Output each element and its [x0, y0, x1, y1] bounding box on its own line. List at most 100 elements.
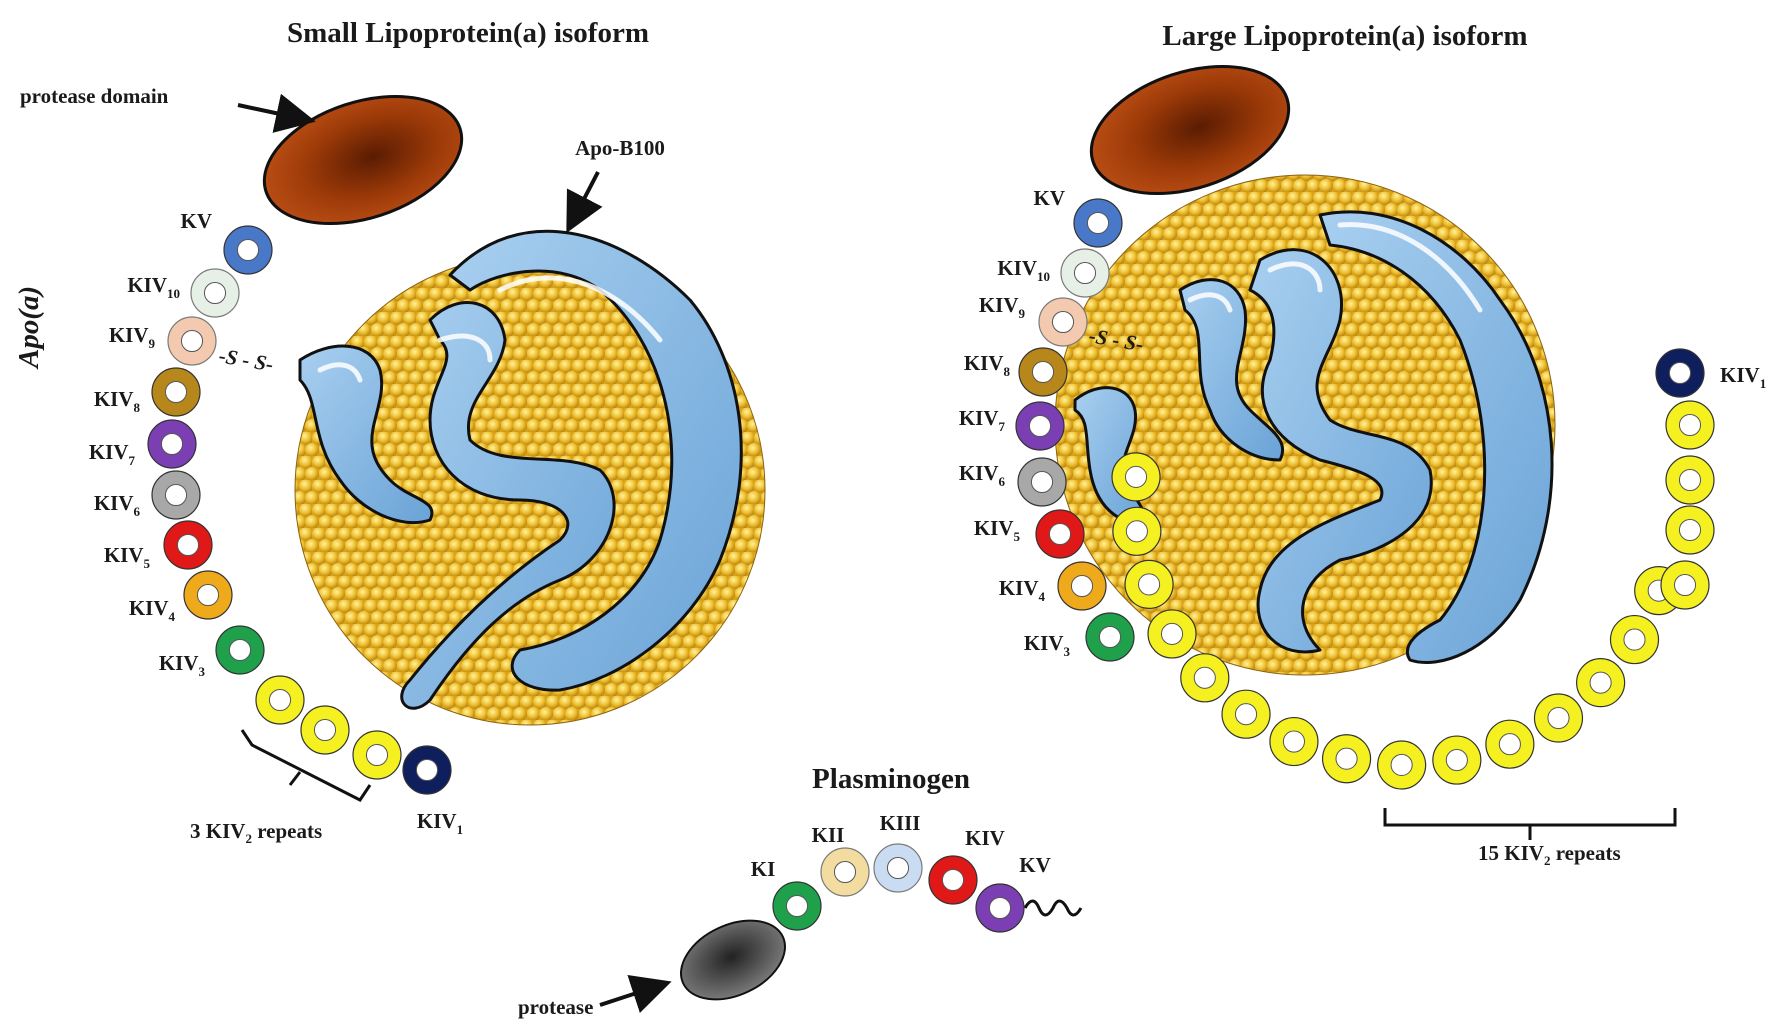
- large-kiv2-repeat-9: [1269, 717, 1318, 766]
- large-kiv2-repeat-8: [1322, 734, 1371, 783]
- large-kiv2-column-2-inner-outline: [1678, 468, 1702, 492]
- large-kringle-kiv6: [1017, 458, 1066, 507]
- large-kiv2-repeat-6-inner-outline: [1445, 749, 1468, 772]
- small-kringle-label-kiv7: KIV7: [89, 440, 136, 468]
- plasminogen-kringle-kiv-outline: [928, 855, 978, 905]
- small-kringle-label-kiv5: KIV5: [104, 543, 151, 571]
- small-kringle-kiv10-inner-outline: [203, 281, 227, 305]
- large-kringle-kiv4: [1057, 561, 1106, 610]
- large-kringle-label-kiv1: KIV1: [1720, 363, 1766, 391]
- large-kiv2-column-2: [1665, 456, 1714, 505]
- large-kringle-kiv7: [1015, 402, 1064, 451]
- large-kringle-kiv4-inner-outline: [1070, 574, 1094, 598]
- plasminogen-title: Plasminogen: [812, 763, 970, 795]
- large-protease-domain: [1089, 64, 1291, 196]
- plasminogen-kringle-kiv-inner-outline: [941, 868, 965, 892]
- large-kringle-kiv5-inner-outline: [1048, 522, 1072, 546]
- large-kringle-label-kiv4: KIV4: [999, 576, 1046, 604]
- large-kiv2-repeat-13: [1125, 560, 1174, 609]
- large-kiv2-repeat-13-inner-outline: [1137, 573, 1161, 596]
- plasminogen-kringle-ki-outline: [772, 881, 822, 931]
- small-kringle-kiv10: [191, 269, 240, 318]
- large-kiv2-repeat-10-outline: [1221, 689, 1271, 739]
- small-repeats-bracket: [240, 729, 372, 802]
- protease-arrow: [599, 974, 672, 1013]
- small-kringle-kiv1-outline: [402, 745, 452, 795]
- small-kringle-kiv9-outline: [167, 316, 217, 366]
- small-kringle-kiv5-inner-outline: [176, 533, 200, 557]
- large-kringle-label-kiv8: KIV8: [964, 351, 1011, 379]
- large-kringle-label-kiv6: KIV6: [959, 461, 1006, 489]
- large-kringle-kv-outline: [1073, 198, 1123, 248]
- plasminogen-kringle-label-kiv: KIV: [965, 826, 1005, 850]
- small-kiv2-repeat-2: [301, 705, 350, 754]
- kringle-chains: KVKIV10KIV9KIV8KIV7KIV6KIV5KIV4KIV3KIV1K…: [89, 186, 1766, 933]
- large-kiv2-repeat-15-inner-outline: [1124, 465, 1148, 488]
- small-kiv2-repeat-3-outline: [352, 730, 402, 780]
- large-isoform-title: Large Lipoprotein(a) isoform: [1162, 20, 1527, 52]
- large-kiv2-repeat-8-outline: [1321, 734, 1372, 784]
- large-kringle-label-kiv9: KIV9: [979, 293, 1026, 321]
- large-kringle-kiv3-inner-outline: [1098, 625, 1122, 649]
- large-kringle-kiv9-inner-outline: [1051, 310, 1075, 334]
- large-kiv2-repeat-11-inner-outline: [1193, 666, 1216, 689]
- large-kringle-kiv9-outline: [1038, 297, 1088, 347]
- plasminogen-kringle-kiv: [928, 855, 977, 904]
- small-protease-domain: [262, 94, 464, 226]
- large-kiv2-repeat-15-outline: [1111, 452, 1161, 502]
- protease-domain-arrow: [237, 93, 316, 133]
- large-kringle-kiv10-outline: [1060, 248, 1110, 298]
- small-kringle-kiv3: [216, 625, 265, 674]
- small-kringle-label-kiv4: KIV4: [129, 596, 176, 624]
- small-kiv2-repeat-2-outline: [300, 705, 350, 755]
- large-kiv2-repeat-9-inner-outline: [1282, 730, 1306, 753]
- small-isoform-title: Small Lipoprotein(a) isoform: [287, 17, 649, 49]
- large-kiv2-repeat-9-outline: [1269, 716, 1319, 767]
- small-kringle-kiv8: [152, 368, 201, 417]
- large-kiv2-repeat-12-outline: [1147, 609, 1197, 659]
- small-kringle-label-kv: KV: [181, 209, 213, 233]
- large-kiv2-column-3-inner-outline: [1678, 518, 1702, 542]
- large-kiv2-repeat-7: [1377, 740, 1426, 789]
- large-kiv2-repeat-15: [1112, 452, 1161, 501]
- large-kringle-label-kv: KV: [1034, 186, 1066, 210]
- large-kiv2-column-4: [1660, 560, 1709, 609]
- large-kiv2-repeat-2-inner-outline: [1623, 628, 1646, 651]
- small-kringle-kiv9-inner-outline: [180, 329, 204, 353]
- large-kiv2-repeat-8-inner-outline: [1335, 747, 1358, 770]
- small-kringle-kiv5-outline: [163, 520, 213, 570]
- large-kiv2-repeat-10-inner-outline: [1234, 703, 1258, 726]
- large-kiv2-repeat-12-inner-outline: [1160, 622, 1184, 645]
- small-kringle-label-kiv6: KIV6: [94, 491, 141, 519]
- small-kringle-kv-outline: [223, 225, 273, 275]
- small-apo-b100-ribbon: [298, 229, 743, 710]
- plasminogen-kringle-kv-outline: [975, 883, 1025, 933]
- small-kringle-kiv6-inner-outline: [164, 483, 188, 507]
- large-kiv2-repeat-14-outline: [1112, 506, 1162, 556]
- large-kringle-label-kiv3: KIV3: [1024, 631, 1071, 659]
- large-kiv2-repeat-12: [1148, 609, 1197, 658]
- large-kiv2-repeat-11-outline: [1180, 653, 1230, 703]
- large-apo-b100-ribbon: [1073, 210, 1554, 664]
- large-kringle-label-kiv10: KIV10: [997, 256, 1050, 284]
- plasminogen-protease: [680, 919, 786, 1001]
- small-kringle-kiv3-outline: [215, 625, 265, 675]
- large-kringle-kiv10: [1060, 249, 1109, 298]
- plasminogen-kringle-label-kii: KII: [812, 823, 845, 847]
- large-kiv2-repeat-14-inner-outline: [1125, 520, 1148, 543]
- large-kringle-kiv1-outline: [1655, 348, 1705, 398]
- large-kringle-kiv9: [1038, 298, 1087, 347]
- large-kringle-kiv4-outline: [1057, 561, 1107, 611]
- large-kiv2-column-3: [1665, 505, 1714, 554]
- small-kiv2-repeat-1-inner-outline: [268, 688, 292, 712]
- large-kringle-kv-inner-outline: [1086, 211, 1110, 235]
- small-kringle-kiv8-inner-outline: [164, 380, 188, 404]
- large-kringle-kiv1: [1655, 349, 1704, 398]
- small-kringle-kiv9: [168, 317, 217, 366]
- large-kiv2-repeat-3-outline: [1576, 658, 1626, 708]
- plasminogen-kringle-label-kiii: KIII: [880, 811, 921, 835]
- small-kiv2-repeat-3-inner-outline: [365, 743, 389, 767]
- plasminogen-kringle-kii: [820, 847, 869, 896]
- protease-label: protease: [518, 995, 593, 1019]
